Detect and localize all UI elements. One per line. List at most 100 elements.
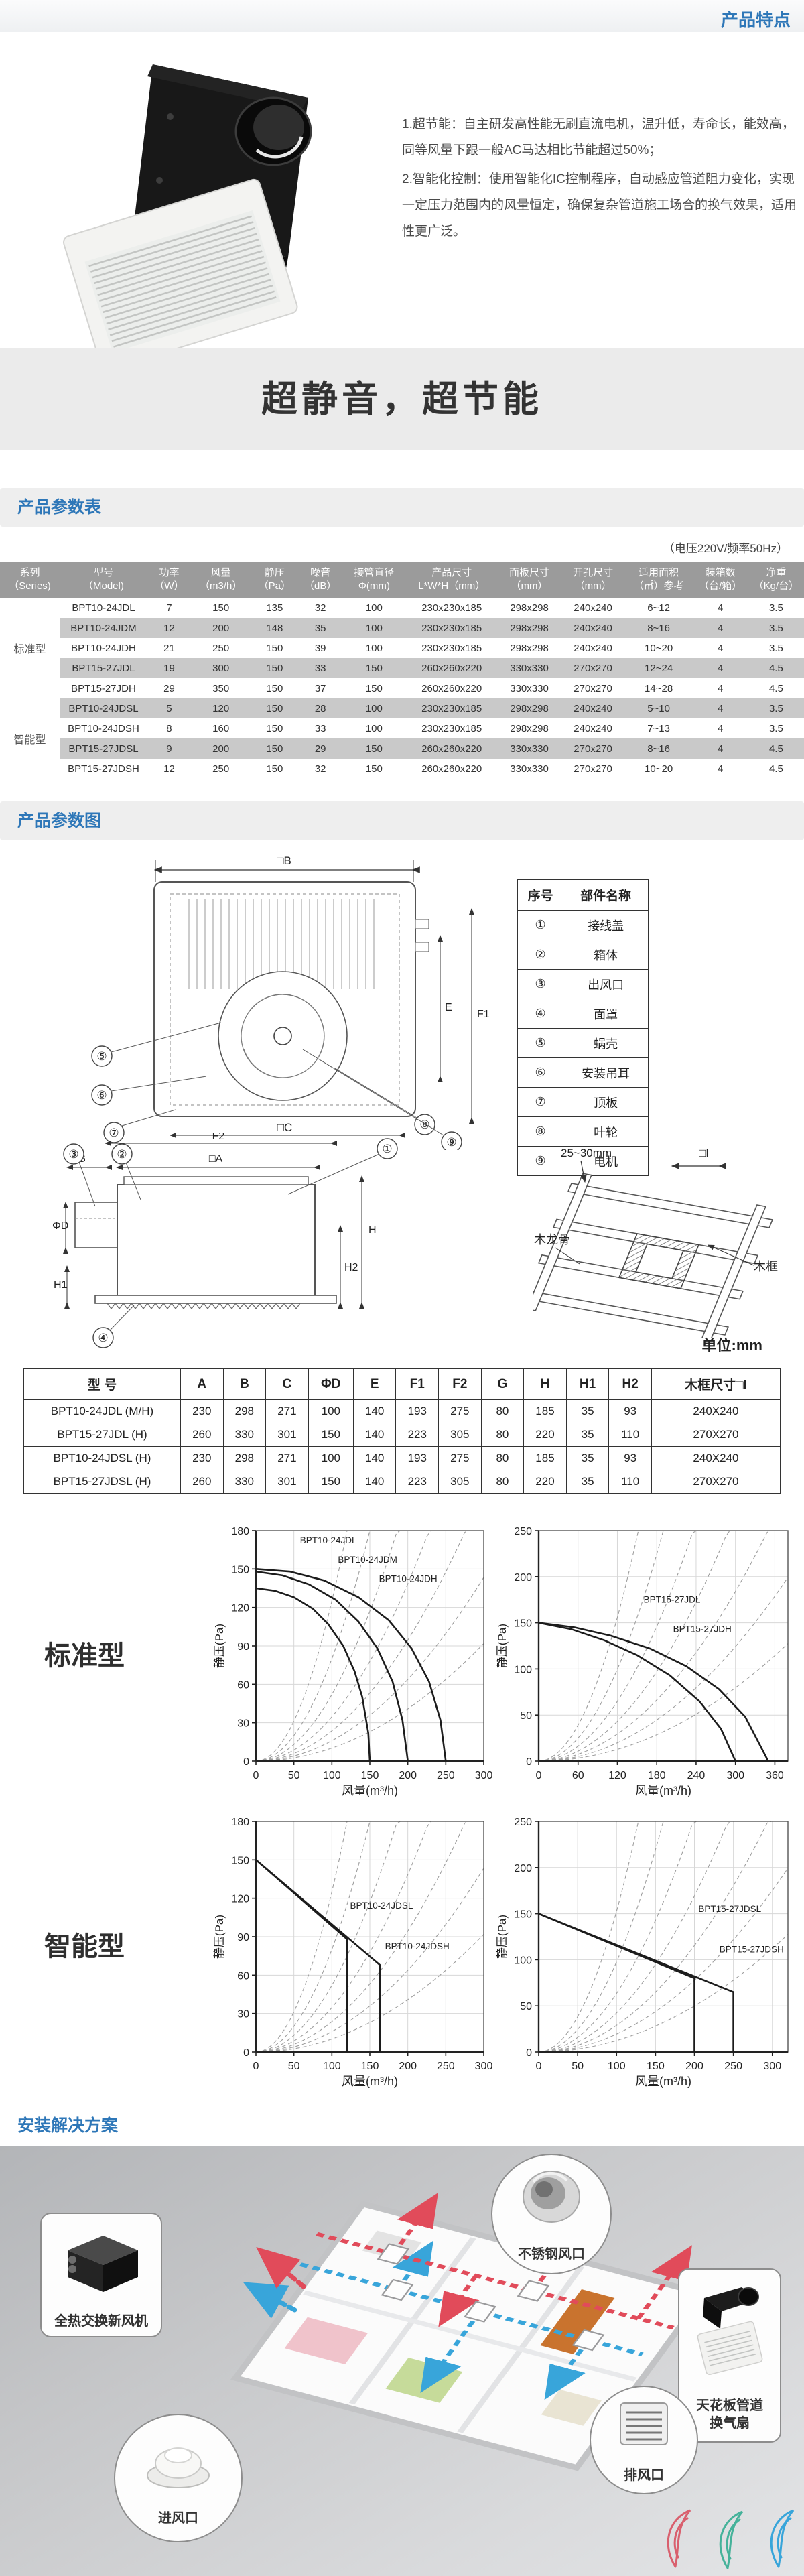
- svg-text:60: 60: [237, 1970, 249, 1982]
- spec-col-header: 噪音（dB）: [298, 562, 342, 598]
- svg-text:⑨: ⑨: [446, 1136, 456, 1149]
- col-header: F2: [438, 1368, 482, 1400]
- svg-text:③: ③: [68, 1148, 78, 1161]
- svg-text:100: 100: [323, 1770, 341, 1781]
- svg-text:BPT10-24JDM: BPT10-24JDM: [338, 1555, 397, 1565]
- svg-text:静压(Pa): 静压(Pa): [496, 1624, 509, 1668]
- svg-text:200: 200: [399, 2061, 417, 2072]
- features-section: 1.超节能：自主研发高性能无刷直流电机，温升低，寿命长，能效高，同等风量下跟一般…: [0, 32, 804, 351]
- svg-text:200: 200: [514, 1863, 532, 1874]
- ceiling-fan-icon: [697, 2287, 763, 2375]
- svg-text:木框: 木框: [754, 1260, 778, 1273]
- svg-text:150: 150: [361, 2061, 379, 2072]
- svg-text:300: 300: [763, 2061, 781, 2072]
- svg-text:100: 100: [608, 2061, 626, 2072]
- svg-text:BPT10-24JDSH: BPT10-24JDSH: [385, 1941, 450, 1951]
- col-header: H1: [565, 1368, 610, 1400]
- svg-text:风量(m³/h): 风量(m³/h): [342, 2075, 398, 2088]
- svg-text:120: 120: [231, 1894, 249, 1905]
- svg-text:静压(Pa): 静压(Pa): [213, 1624, 226, 1668]
- svg-text:30: 30: [237, 2009, 249, 2020]
- series-cell: 标准型: [0, 598, 60, 698]
- svg-text:240: 240: [687, 1770, 706, 1781]
- svg-text:250: 250: [437, 2061, 455, 2072]
- unit-note: 单位:mm: [701, 1337, 762, 1354]
- wood-frame-drawing: 25~30mm □I 木龙骨 木框: [533, 1147, 778, 1338]
- svg-text:50: 50: [572, 2061, 584, 2072]
- svg-text:F2: F2: [212, 1133, 225, 1142]
- spec-col-header: 静压（Pa）: [251, 562, 299, 598]
- feature-item-1: 1.超节能：自主研发高性能无刷直流电机，温升低，寿命长，能效高，同等风量下跟一般…: [402, 117, 795, 157]
- svg-text:250: 250: [514, 1817, 532, 1828]
- svg-text:120: 120: [231, 1603, 249, 1614]
- svg-text:30: 30: [237, 1718, 249, 1730]
- svg-text:0: 0: [526, 1756, 532, 1768]
- svg-text:风量(m³/h): 风量(m³/h): [635, 1784, 691, 1797]
- svg-text:50: 50: [520, 2001, 532, 2012]
- svg-text:100: 100: [323, 2061, 341, 2072]
- svg-text:250: 250: [514, 1526, 532, 1537]
- callout-outlet-label: 排风口: [624, 2468, 664, 2483]
- chart-row-label-standard: 标准型: [44, 1641, 125, 1671]
- svg-text:①: ①: [382, 1143, 392, 1155]
- callout-outlet: 排风口: [590, 2386, 698, 2494]
- callout-inlet: 进风口: [114, 2414, 243, 2542]
- svg-text:④: ④: [98, 1332, 108, 1344]
- spec-col-header: 装箱数（台/箱）: [692, 562, 748, 598]
- svg-text:150: 150: [231, 1855, 249, 1866]
- svg-text:BPT10-24JDH: BPT10-24JDH: [379, 1573, 438, 1584]
- section-header-features: 产品特点: [0, 0, 804, 33]
- svg-text:□I: □I: [699, 1147, 709, 1159]
- svg-text:250: 250: [437, 1770, 455, 1781]
- slogan-banner: 超静音，超节能: [0, 348, 804, 450]
- svg-text:250: 250: [724, 2061, 742, 2072]
- svg-text:ΦD: ΦD: [52, 1220, 68, 1232]
- callout-inlet-label: 进风口: [158, 2511, 198, 2526]
- spec-col-header: 型号（Model): [60, 562, 147, 598]
- svg-text:风量(m³/h): 风量(m³/h): [342, 1784, 398, 1797]
- svg-text:□B: □B: [277, 855, 291, 867]
- feature-list: 1.超节能：自主研发高性能无刷直流电机，温升低，寿命长，能效高，同等风量下跟一般…: [402, 111, 804, 247]
- spec-col-header: 面板尺寸（mm）: [497, 562, 561, 598]
- col-header: 木框尺寸□I: [651, 1368, 781, 1400]
- svg-text:200: 200: [685, 2061, 704, 2072]
- col-header: E: [352, 1368, 397, 1400]
- erv-unit-icon: [68, 2236, 138, 2292]
- svg-text:BPT15-27JDSH: BPT15-27JDSH: [720, 1944, 784, 1954]
- svg-text:60: 60: [572, 1770, 584, 1781]
- install-title: 安装解决方案: [17, 2116, 119, 2135]
- callout-ceiling-fan: 天花板管道 换气扇: [678, 2268, 781, 2443]
- voltage-note: （电压220V/频率50Hz）: [663, 542, 788, 555]
- callout-steel-vent: 不锈钢风口: [491, 2154, 612, 2274]
- spec-table-wrap: 系列（Series)型号（Model)功率（W）风量（m3/h）静压（Pa）噪音…: [0, 562, 804, 779]
- svg-text:0: 0: [253, 2061, 259, 2072]
- svg-text:E: E: [445, 1002, 452, 1013]
- svg-text:BPT15-27JDSL: BPT15-27JDSL: [698, 1904, 761, 1914]
- top-view-drawing: □B: [91, 855, 490, 1150]
- spec-table-head: 系列（Series)型号（Model)功率（W）风量（m3/h）静压（Pa）噪音…: [0, 562, 804, 598]
- svg-text:360: 360: [766, 1770, 784, 1781]
- side-view-drawing: F2 G □A ΦD H1 H H2 ③: [52, 1133, 398, 1348]
- svg-text:150: 150: [647, 2061, 665, 2072]
- svg-text:50: 50: [288, 1770, 300, 1781]
- svg-text:BPT15-27JDL: BPT15-27JDL: [644, 1594, 701, 1604]
- svg-text:150: 150: [514, 1618, 532, 1630]
